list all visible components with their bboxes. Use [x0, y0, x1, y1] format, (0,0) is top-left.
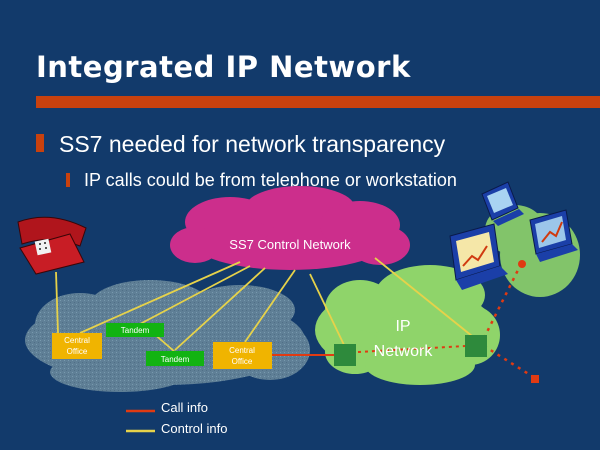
bullet-sub-text: IP calls could be from telephone or work…: [84, 170, 457, 190]
ip-network-label-1: IP: [395, 318, 410, 335]
workstation-icon: [449, 223, 508, 290]
ss7-network-label: SS7 Control Network: [229, 237, 351, 252]
central-office-left-label-2: Office: [67, 347, 88, 356]
bullet-main-text: SS7 needed for network transparency: [59, 131, 446, 157]
bullet-sub-marker: [66, 173, 70, 187]
ip-network-label-2: Network: [374, 343, 434, 360]
legend-call-info: Call info: [161, 400, 208, 415]
endpoint-square: [531, 375, 539, 383]
workstation-icon: [529, 209, 578, 262]
control-links: [55, 257, 473, 353]
central-office-left: [52, 333, 102, 359]
router-icon: [465, 335, 487, 357]
legend: Call info Control info: [126, 400, 227, 436]
title-underline-bar: [36, 96, 600, 108]
tandem-top-label: Tandem: [121, 326, 150, 335]
tandem-bottom-label: Tandem: [161, 355, 190, 364]
tandem-top: [106, 323, 164, 337]
slide-title: Integrated IP Network: [36, 50, 411, 84]
legend-control-info: Control info: [161, 421, 227, 436]
central-office-right-label-2: Office: [232, 357, 253, 366]
endpoint-dot: [518, 260, 526, 268]
tandem-bottom: [146, 351, 204, 366]
central-office-right: [213, 342, 272, 369]
bullet-marker: [36, 134, 44, 152]
telephone-icon: [17, 216, 87, 275]
central-office-left-label-1: Central: [64, 336, 90, 345]
workstation-icon: [481, 181, 524, 226]
central-office-right-label-1: Central: [229, 346, 255, 355]
call-links: [272, 261, 536, 380]
ss7-cloud: [170, 186, 410, 270]
router-icon: [334, 344, 356, 366]
